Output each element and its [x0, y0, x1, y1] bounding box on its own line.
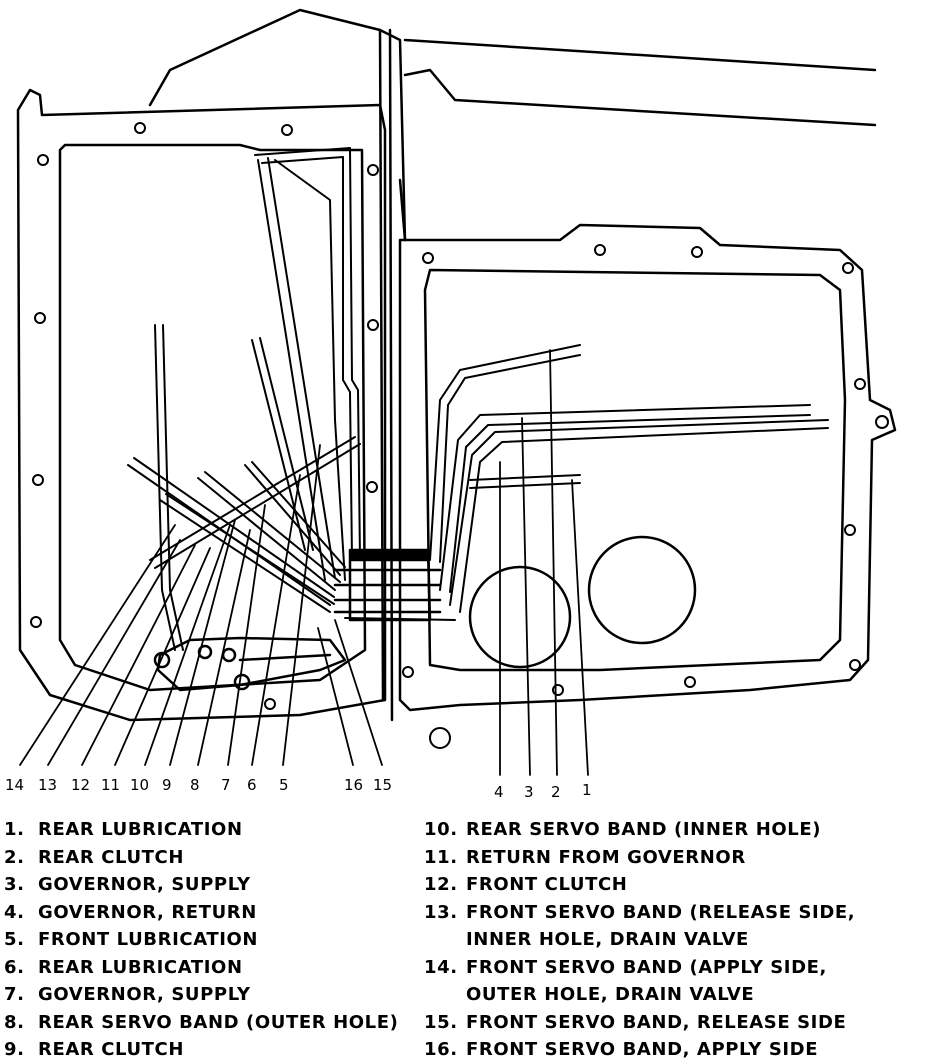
callout-1: 1: [582, 781, 592, 799]
legend-item: 8. REAR SERVO BAND (OUTER HOLE): [4, 1009, 398, 1037]
right-oil-pan-outline: [398, 223, 897, 712]
callout-leader-lines: [19, 349, 589, 776]
legend-text: FRONT SERVO BAND, RELEASE SIDE: [466, 1011, 847, 1033]
callout-11: 11: [101, 776, 120, 794]
callout-9: 9: [162, 776, 172, 794]
legend-item: 11. RETURN FROM GOVERNOR: [424, 844, 855, 872]
legend-number: 14.: [424, 956, 458, 978]
legend-number: 11.: [424, 846, 458, 868]
legend-number: 6.: [4, 956, 25, 978]
legend-number: 15.: [424, 1011, 458, 1033]
legend-number: 7.: [4, 984, 25, 1005]
legend-number: 8.: [4, 1011, 25, 1033]
legend-text: OUTER HOLE, DRAIN VALVE: [466, 984, 755, 1005]
legend-text: FRONT SERVO BAND (RELEASE SIDE,: [466, 901, 856, 923]
legend-number: 4.: [4, 901, 25, 923]
legend-item: 13. FRONT SERVO BAND (RELEASE SIDE,: [424, 899, 855, 927]
oil-tubes: [127, 147, 829, 651]
legend-item: 1. REAR LUBRICATION: [4, 816, 398, 844]
legend-item: 6. REAR LUBRICATION: [4, 954, 398, 982]
legend-item: 16. FRONT SERVO BAND, APPLY SIDE: [424, 1036, 855, 1064]
callout-3: 3: [524, 783, 534, 800]
servo-bores: [468, 535, 697, 669]
legend-text: FRONT SERVO BAND (APPLY SIDE,: [466, 956, 827, 978]
transmission-oil-tube-diagram: 14 13 12 11 10 9 8 7 6 5 16 15 4 3 2 1: [5, 8, 897, 800]
legend-number: 3.: [4, 874, 25, 895]
tube-bracket: [153, 636, 347, 692]
legend-number: 1.: [4, 819, 25, 840]
legend-text: FRONT LUBRICATION: [38, 929, 259, 950]
legend-number: 12.: [424, 874, 458, 895]
legend-number: 9.: [4, 1039, 25, 1060]
legend-text: REAR CLUTCH: [38, 846, 185, 868]
legend-text: GOVERNOR, RETURN: [38, 901, 257, 923]
legend-item: 9. REAR CLUTCH: [4, 1036, 398, 1064]
pan-bolt-holes: [30, 122, 889, 749]
callout-6: 6: [247, 776, 257, 794]
legend-item: 2. REAR CLUTCH: [4, 844, 398, 872]
callout-7: 7: [221, 776, 231, 794]
legend-text: FRONT SERVO BAND, APPLY SIDE: [466, 1039, 819, 1060]
legend-text: REAR SERVO BAND (INNER HOLE): [466, 819, 822, 840]
legend-text: GOVERNOR, SUPPLY: [38, 874, 251, 895]
legend-text: INNER HOLE, DRAIN VALVE: [466, 929, 749, 950]
legend-number: 2.: [4, 846, 25, 868]
legend-number: 10.: [424, 819, 458, 840]
legend-number: 13.: [424, 901, 458, 923]
callout-5: 5: [279, 776, 289, 794]
legend-text: GOVERNOR, SUPPLY: [38, 984, 251, 1005]
legend-item: 5. FRONT LUBRICATION: [4, 926, 398, 954]
callout-16: 16: [344, 776, 363, 794]
legend-item: 14. FRONT SERVO BAND (APPLY SIDE,: [424, 954, 855, 982]
callout-10: 10: [130, 776, 149, 794]
legend-item: 10. REAR SERVO BAND (INNER HOLE): [424, 816, 855, 844]
callout-15: 15: [373, 776, 392, 794]
callout-13: 13: [38, 776, 57, 794]
legend-item: 3. GOVERNOR, SUPPLY: [4, 871, 398, 899]
legend-text: RETURN FROM GOVERNOR: [466, 846, 746, 868]
callout-12: 12: [71, 776, 90, 794]
callout-8: 8: [190, 776, 200, 794]
legend-text: REAR SERVO BAND (OUTER HOLE): [38, 1011, 399, 1033]
legend-number: 5.: [4, 929, 25, 950]
valve-body-block: [333, 548, 442, 622]
legend-item: 12. FRONT CLUTCH: [424, 871, 855, 899]
callout-2: 2: [551, 783, 561, 800]
callout-4: 4: [494, 783, 504, 800]
legend-text: REAR LUBRICATION: [38, 819, 243, 840]
left-oil-pan-outline: [16, 88, 387, 722]
legend-item: 7. GOVERNOR, SUPPLY: [4, 981, 398, 1009]
legend-text: REAR CLUTCH: [38, 1039, 185, 1060]
legend-item-continuation: INNER HOLE, DRAIN VALVE: [424, 926, 855, 954]
legend-text: REAR LUBRICATION: [38, 956, 243, 978]
legend-number: 16.: [424, 1039, 458, 1060]
legend-left-column: 1. REAR LUBRICATION 2. REAR CLUTCH 3. GOVER…: [4, 816, 398, 1064]
legend-item: 15. FRONT SERVO BAND, RELEASE SIDE: [424, 1009, 855, 1037]
transmission-case-outline: [148, 8, 877, 722]
legend-right-column: 10. REAR SERVO BAND (INNER HOLE) 11. RETUR…: [424, 816, 855, 1064]
callout-numbers: 14 13 12 11 10 9 8 7 6 5 16 15 4 3 2 1: [5, 776, 592, 800]
legend-text: FRONT CLUTCH: [466, 874, 628, 895]
legend-item-continuation: OUTER HOLE, DRAIN VALVE: [424, 981, 855, 1009]
callout-14: 14: [5, 776, 24, 794]
legend-item: 4. GOVERNOR, RETURN: [4, 899, 398, 927]
